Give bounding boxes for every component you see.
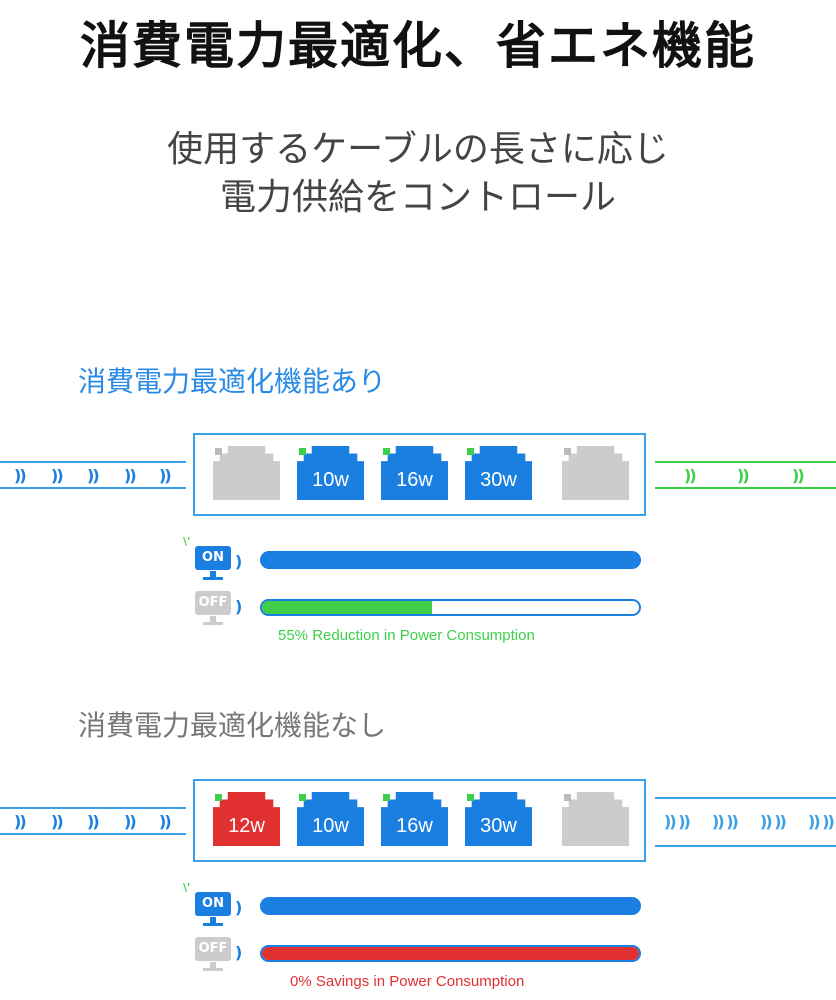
spark-icon: \' <box>183 535 191 548</box>
signal-wave-icon: )) <box>684 466 697 485</box>
port-led <box>215 448 222 455</box>
signal-wave-icon: )) <box>737 466 750 485</box>
signal-wave-icon: )) )) <box>664 812 691 831</box>
signal-wave-icon: )) )) <box>712 812 739 831</box>
port-led <box>299 794 306 801</box>
monitor-off-icon: OFF <box>195 937 231 973</box>
monitor-off-icon: OFF <box>195 591 231 627</box>
monitor-stand <box>210 962 216 968</box>
cable-line <box>0 461 186 463</box>
off-label: OFF <box>195 937 231 961</box>
signal-wave-icon: ) <box>235 552 242 571</box>
signal-wave-icon: )) <box>14 812 27 831</box>
signal-wave-icon: ) <box>235 943 242 962</box>
cable-line <box>655 461 836 463</box>
ethernet-port-icon: 16w <box>381 446 448 500</box>
on-label: ON <box>195 546 231 570</box>
ethernet-port-icon: 30w <box>465 446 532 500</box>
cable-line <box>0 487 186 489</box>
monitor-stand <box>210 571 216 577</box>
off-label: OFF <box>195 591 231 615</box>
signal-wave-icon: )) )) <box>808 812 835 831</box>
signal-wave-icon: )) <box>14 466 27 485</box>
monitor-stand <box>210 917 216 923</box>
port-led <box>383 448 390 455</box>
port-led <box>467 448 474 455</box>
signal-wave-icon: )) <box>87 466 100 485</box>
ethernet-port-icon <box>562 792 629 846</box>
on-power-bar <box>260 551 641 569</box>
section-heading-without-feature: 消費電力最適化機能なし <box>78 709 387 742</box>
off-power-bar <box>260 945 641 962</box>
ethernet-port-icon: 16w <box>381 792 448 846</box>
port-wattage-label: 16w <box>396 815 433 837</box>
ethernet-port-icon: 10w <box>297 792 364 846</box>
subtitle-line-2: 電力供給をコントロール <box>219 177 616 218</box>
port-led <box>467 794 474 801</box>
monitor-base <box>203 968 223 971</box>
monitor-stand <box>210 616 216 622</box>
off-power-bar-fill <box>262 947 639 960</box>
off-power-bar-fill <box>262 601 432 614</box>
signal-wave-icon: )) <box>124 812 137 831</box>
port-wattage-label: 10w <box>312 815 349 837</box>
ethernet-port-icon <box>562 446 629 500</box>
cable-line <box>655 487 836 489</box>
cable-line <box>0 807 186 809</box>
on-label: ON <box>195 892 231 916</box>
cable-line <box>655 845 836 847</box>
page-title: 消費電力最適化、省エネ機能 <box>80 17 756 75</box>
port-wattage-label: 12w <box>228 815 265 837</box>
ethernet-port-icon: 10w <box>297 446 364 500</box>
power-consumption-caption: 0% Savings in Power Consumption <box>290 973 525 990</box>
signal-wave-icon: )) <box>159 466 172 485</box>
signal-wave-icon: )) <box>51 812 64 831</box>
subtitle-line-1: 使用するケーブルの長さに応じ <box>167 129 669 170</box>
monitor-on-icon: ON <box>195 892 231 928</box>
port-wattage-label: 30w <box>480 469 517 491</box>
monitor-base <box>203 923 223 926</box>
off-power-bar <box>260 599 641 616</box>
spark-icon: \' <box>183 881 191 894</box>
signal-wave-icon: )) <box>124 466 137 485</box>
signal-wave-icon: ) <box>235 898 242 917</box>
monitor-base <box>203 622 223 625</box>
ethernet-port-icon <box>213 446 280 500</box>
signal-wave-icon: )) <box>87 812 100 831</box>
monitor-base <box>203 577 223 580</box>
section-heading-with-feature: 消費電力最適化機能あり <box>78 365 387 398</box>
port-wattage-label: 16w <box>396 469 433 491</box>
signal-wave-icon: )) <box>159 812 172 831</box>
port-led <box>215 794 222 801</box>
port-led <box>564 448 571 455</box>
ethernet-port-icon: 12w <box>213 792 280 846</box>
port-led <box>299 448 306 455</box>
signal-wave-icon: )) )) <box>760 812 787 831</box>
signal-wave-icon: )) <box>792 466 805 485</box>
port-led <box>564 794 571 801</box>
port-wattage-label: 10w <box>312 469 349 491</box>
power-consumption-caption: 55% Reduction in Power Consumption <box>278 627 535 644</box>
port-led <box>383 794 390 801</box>
signal-wave-icon: ) <box>235 597 242 616</box>
port-wattage-label: 30w <box>480 815 517 837</box>
signal-wave-icon: )) <box>51 466 64 485</box>
monitor-on-icon: ON <box>195 546 231 582</box>
cable-line <box>655 797 836 799</box>
on-power-bar <box>260 897 641 915</box>
cable-line <box>0 833 186 835</box>
ethernet-port-icon: 30w <box>465 792 532 846</box>
